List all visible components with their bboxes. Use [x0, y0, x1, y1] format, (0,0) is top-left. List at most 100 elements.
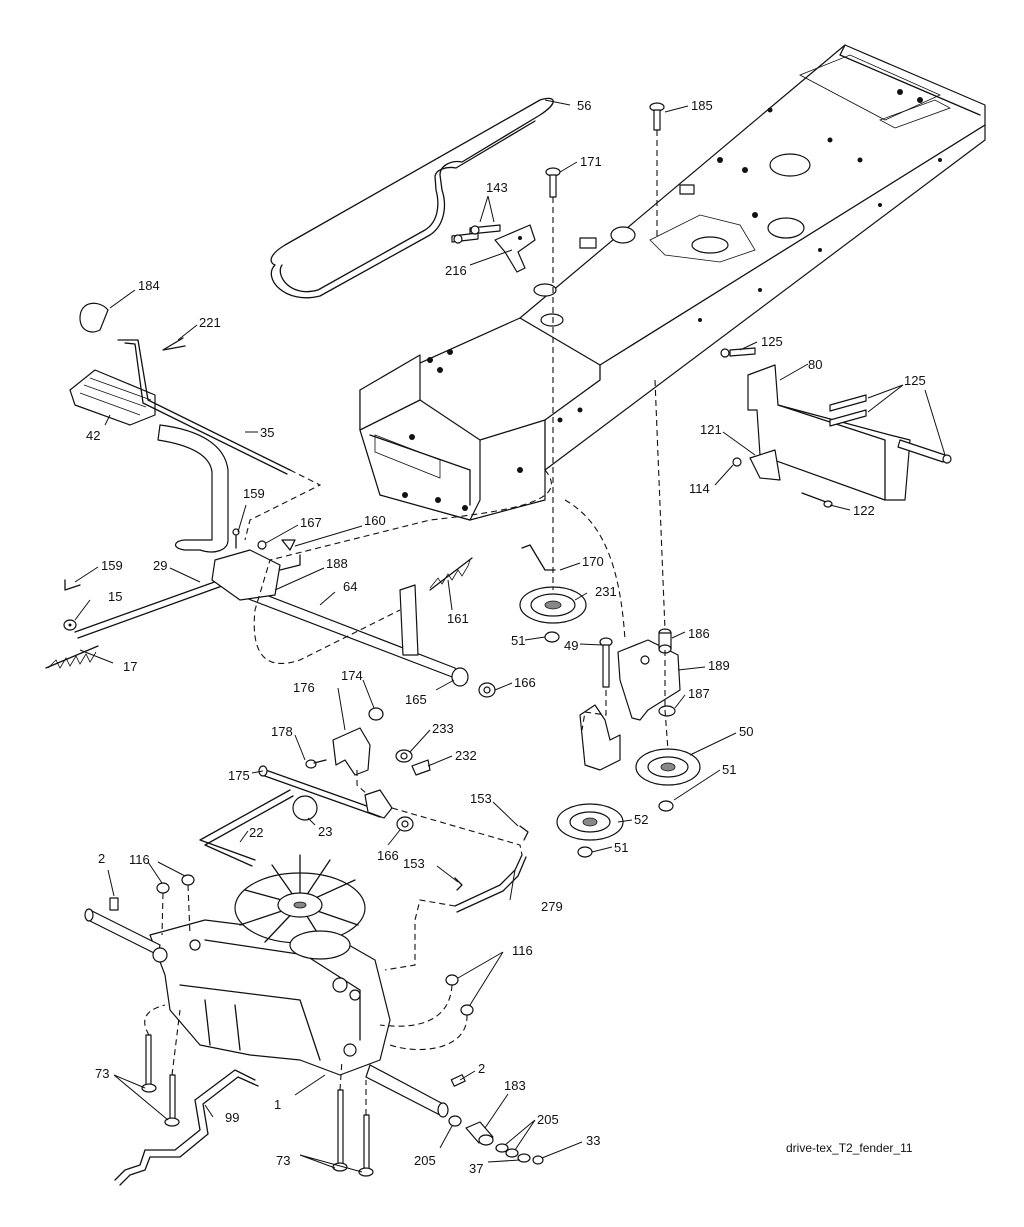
carriage-bolt-171 [545, 167, 561, 198]
label-186: 186 [688, 626, 710, 641]
label-50: 50 [739, 724, 753, 739]
bolt-125-left [720, 347, 756, 358]
seal-23 [292, 795, 318, 821]
label-17: 17 [123, 659, 137, 674]
label-184: 184 [138, 278, 160, 293]
label-185: 185 [691, 98, 713, 113]
label-116-a: 116 [129, 852, 150, 867]
label-51-b: 51 [722, 762, 736, 777]
label-153-a: 153 [470, 791, 492, 806]
pin-159-upper [232, 528, 240, 549]
label-187: 187 [688, 686, 710, 701]
bracket-176 [332, 727, 371, 776]
part-labels: 56 185 171 143 216 184 221 42 35 125 80 … [86, 98, 926, 1176]
label-125-a: 125 [761, 334, 783, 349]
pedal-cap-184 [79, 302, 109, 333]
key-2-right [450, 1074, 466, 1087]
key-2-left [109, 897, 119, 911]
label-15: 15 [108, 589, 122, 604]
label-205-b: 205 [414, 1153, 436, 1168]
nut-51-mid [658, 800, 674, 812]
label-35: 35 [260, 425, 274, 440]
pin-159-lower [64, 579, 81, 591]
bolts-73-bottom [332, 1089, 374, 1177]
label-42: 42 [86, 428, 100, 443]
washer-15 [63, 619, 77, 631]
pin-122 [801, 492, 833, 508]
label-80: 80 [808, 357, 822, 372]
nut-51-top [544, 631, 560, 643]
clip-153-upper [519, 825, 529, 841]
label-161: 161 [447, 611, 469, 626]
leader-lines [74, 99, 946, 1173]
label-49: 49 [564, 638, 578, 653]
label-22: 22 [249, 825, 263, 840]
label-176: 176 [293, 680, 315, 695]
label-2-b: 2 [478, 1061, 485, 1076]
spring-161 [429, 557, 473, 591]
label-2-a: 2 [98, 851, 105, 866]
clip-221 [162, 337, 186, 351]
label-221: 221 [199, 315, 221, 330]
bracket-121 [749, 449, 781, 481]
label-1: 1 [274, 1097, 281, 1112]
nut-51-bottom [577, 846, 593, 858]
label-166-a: 166 [514, 675, 536, 690]
clip-33 [532, 1155, 544, 1165]
idler-pulley-52 [556, 803, 624, 841]
washer-174 [368, 707, 384, 721]
washer-166-lower [396, 816, 414, 832]
bolts-73-left [141, 1034, 180, 1127]
label-51-c: 51 [614, 840, 628, 855]
label-167: 167 [300, 515, 322, 530]
spring-170 [521, 544, 556, 571]
alignment-lines [144, 130, 669, 1115]
label-29: 29 [153, 558, 167, 573]
screw-178 [305, 759, 327, 769]
label-165: 165 [405, 692, 427, 707]
label-143: 143 [486, 180, 508, 195]
label-231: 231 [595, 584, 617, 599]
fender-bracket-80 [747, 364, 911, 501]
label-188: 188 [326, 556, 348, 571]
pedal-pad-42 [69, 369, 156, 426]
label-183: 183 [504, 1078, 526, 1093]
idler-pulley-231 [519, 586, 587, 624]
brake-rod-35 [117, 339, 291, 475]
label-52: 52 [634, 812, 648, 827]
label-159-b: 159 [101, 558, 123, 573]
bolts-143 [451, 224, 501, 244]
spacer-183 [465, 1121, 494, 1146]
label-153-b: 153 [403, 856, 425, 871]
washer-205-left [448, 1115, 462, 1127]
bushing-165 [451, 667, 469, 687]
diagram-caption: drive-tex_T2_fender_11 [786, 1141, 913, 1155]
label-114: 114 [689, 481, 710, 496]
drive-belt-56 [270, 97, 554, 299]
idler-bracket [579, 704, 621, 771]
bolt-49 [599, 637, 613, 688]
label-233: 233 [432, 721, 454, 736]
rod-22 [199, 789, 294, 867]
nut-114 [732, 457, 742, 467]
label-122: 122 [853, 503, 875, 518]
label-216: 216 [445, 263, 467, 278]
washer-167 [257, 540, 267, 550]
label-232: 232 [455, 748, 477, 763]
bolts-125-right [829, 394, 952, 464]
rod-279 [454, 854, 527, 913]
washers-205-right [495, 1143, 519, 1158]
label-171: 171 [580, 154, 602, 169]
washer-166-upper [478, 682, 496, 698]
pedal-arm [157, 424, 229, 553]
screw-232 [411, 759, 431, 776]
carriage-bolt-185 [649, 102, 665, 131]
label-205-a: 205 [537, 1112, 559, 1127]
label-37: 37 [469, 1161, 483, 1176]
label-174: 174 [341, 668, 363, 683]
label-160: 160 [364, 513, 386, 528]
label-175: 175 [228, 768, 250, 783]
washer-37 [517, 1153, 531, 1163]
label-73-b: 73 [276, 1153, 290, 1168]
